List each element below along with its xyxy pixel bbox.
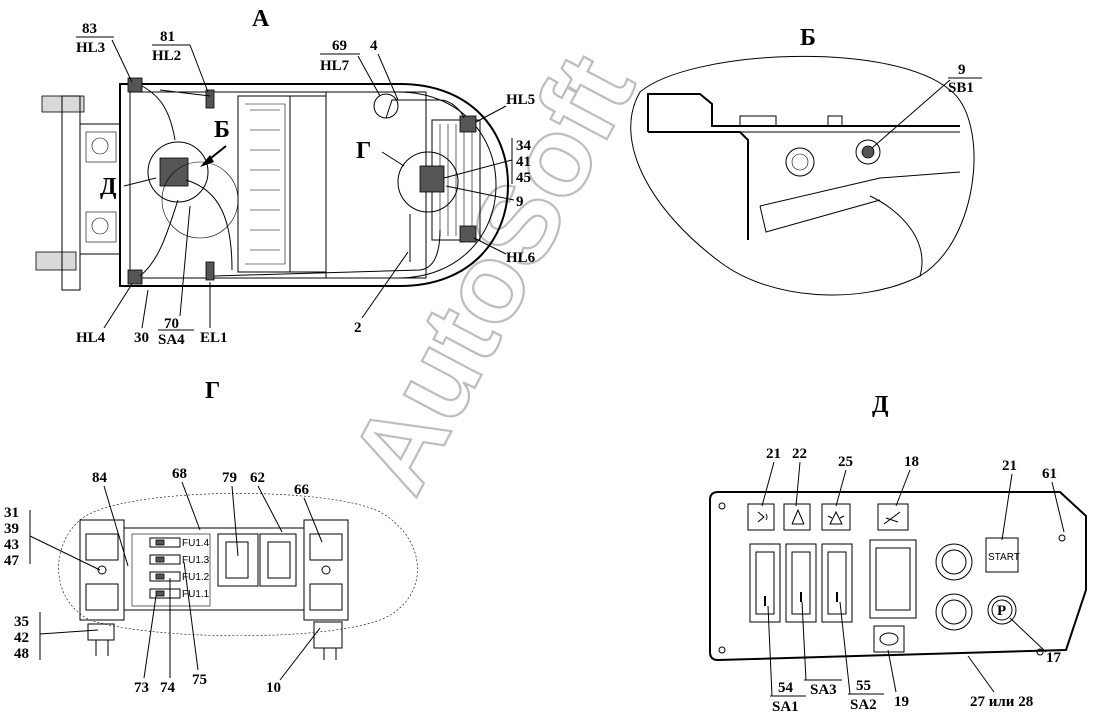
label-42: 42 xyxy=(14,630,29,646)
label-47: 47 xyxy=(4,553,20,569)
label-sa3: SA3 xyxy=(810,682,837,698)
label-74: 74 xyxy=(160,680,176,696)
label-hl5: HL5 xyxy=(506,92,535,108)
label-70: 70 xyxy=(164,316,179,332)
label-d-22: 22 xyxy=(792,446,807,462)
label-sa4: SA4 xyxy=(158,332,185,348)
label-b-9: 9 xyxy=(958,62,966,78)
parking-label: P xyxy=(997,603,1006,619)
label-el1: EL1 xyxy=(200,330,228,346)
label-2: 2 xyxy=(354,320,362,336)
view-a-drawing xyxy=(35,77,510,291)
label-35: 35 xyxy=(14,614,29,630)
label-30: 30 xyxy=(134,330,149,346)
watermark: AutoSoft xyxy=(326,35,658,511)
label-45: 45 xyxy=(516,170,531,186)
label-75: 75 xyxy=(192,672,207,688)
label-d-19: 19 xyxy=(894,694,909,710)
label-hl6: HL6 xyxy=(506,250,536,266)
fuse-fu11: FU1.1 xyxy=(182,589,210,600)
label-83: 83 xyxy=(82,21,97,37)
label-d-17: 17 xyxy=(1046,650,1062,666)
label-g-mark: Г xyxy=(356,138,371,164)
fuse-fu12: FU1.2 xyxy=(182,572,210,583)
label-84: 84 xyxy=(92,470,108,486)
label-43: 43 xyxy=(4,537,19,553)
label-10: 10 xyxy=(266,680,281,696)
view-title-g: Г xyxy=(205,378,220,404)
label-39: 39 xyxy=(4,521,19,537)
label-d-21a: 21 xyxy=(766,446,781,462)
label-d-61: 61 xyxy=(1042,466,1057,482)
view-title-d: Д xyxy=(872,392,889,418)
label-d-54: 54 xyxy=(778,680,794,696)
view-title-a: А xyxy=(252,6,270,32)
view-b-drawing xyxy=(630,55,975,296)
label-41: 41 xyxy=(516,154,531,170)
label-9: 9 xyxy=(516,194,524,210)
label-hl3: HL3 xyxy=(76,40,105,56)
label-b-mark: Б xyxy=(214,117,230,143)
label-d-21b: 21 xyxy=(1002,458,1017,474)
label-73: 73 xyxy=(134,680,149,696)
start-label: START xyxy=(988,552,1020,563)
label-66: 66 xyxy=(294,482,310,498)
label-31: 31 xyxy=(4,505,19,521)
view-title-b: Б xyxy=(800,25,816,51)
fuse-fu13: FU1.3 xyxy=(182,555,210,566)
label-sb1: SB1 xyxy=(948,80,974,96)
label-hl2: HL2 xyxy=(152,48,181,64)
label-d-mark: Д xyxy=(100,174,117,200)
label-hl4: HL4 xyxy=(76,330,106,346)
label-sa1: SA1 xyxy=(772,699,799,715)
label-69: 69 xyxy=(332,38,347,54)
label-81: 81 xyxy=(160,29,175,45)
label-79: 79 xyxy=(222,470,237,486)
fuse-fu14: FU1.4 xyxy=(182,538,210,549)
label-62: 62 xyxy=(250,470,265,486)
label-68: 68 xyxy=(172,466,187,482)
view-g-drawing xyxy=(58,493,418,660)
label-48: 48 xyxy=(14,646,29,662)
label-4: 4 xyxy=(370,38,378,54)
view-d-drawing xyxy=(709,491,1087,662)
label-34: 34 xyxy=(516,138,532,154)
label-d-25: 25 xyxy=(838,454,853,470)
label-sa2: SA2 xyxy=(850,697,877,713)
label-d-55: 55 xyxy=(856,678,871,694)
label-hl7: HL7 xyxy=(320,58,350,74)
label-d-27-28: 27 или 28 xyxy=(970,694,1033,710)
label-d-18: 18 xyxy=(904,454,919,470)
